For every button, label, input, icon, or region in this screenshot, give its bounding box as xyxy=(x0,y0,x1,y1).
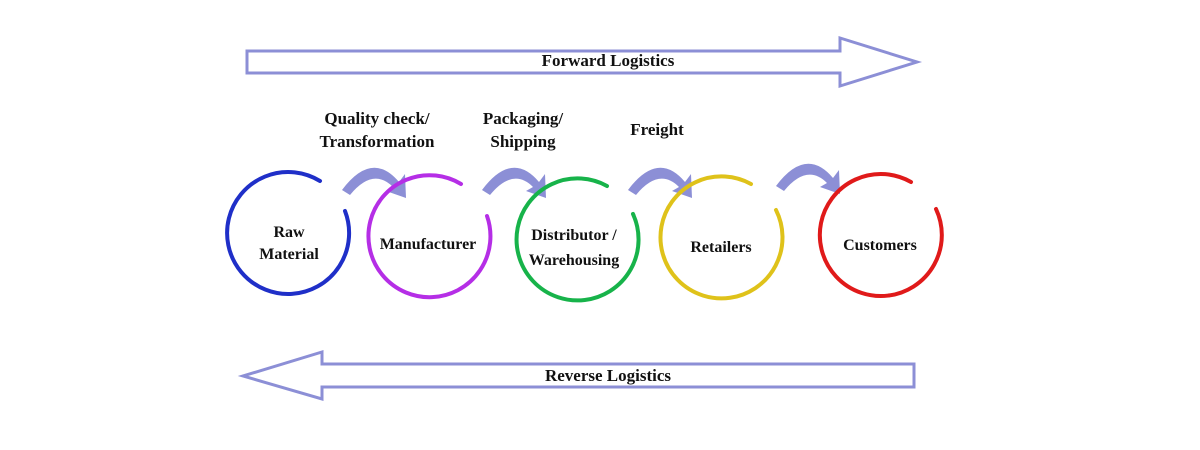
stage-circle xyxy=(658,174,785,301)
stage-circle xyxy=(817,172,944,299)
forward-arrow-shape xyxy=(245,35,923,89)
stage-label-line: Raw xyxy=(273,224,305,241)
stage-label-line: Material xyxy=(259,246,319,263)
stage-label-line: Warehousing xyxy=(529,252,619,269)
stage-retailers: Retailers xyxy=(658,174,785,301)
reverse-arrow-shape xyxy=(237,349,916,401)
stage-label-line: Retailers xyxy=(690,239,751,256)
stage-circle xyxy=(225,170,352,296)
forward-arrow-label: Forward Logistics xyxy=(542,51,675,70)
step-label-quality-check: Quality check/ Transformation xyxy=(320,109,435,151)
curved-arrow-icon xyxy=(776,163,840,194)
forward-logistics-arrow: Forward Logistics xyxy=(245,35,923,89)
step-label-line: Shipping xyxy=(490,132,556,151)
stage-manufacturer: Manufacturer xyxy=(366,173,493,300)
step-label-line: Quality check/ xyxy=(324,109,430,128)
reverse-logistics-arrow: Reverse Logistics xyxy=(237,349,916,401)
step-label-line: Transformation xyxy=(320,132,435,151)
step-label-line: Freight xyxy=(630,120,684,139)
step-label-line: Packaging/ xyxy=(483,109,564,128)
step-label-freight: Freight xyxy=(630,120,684,139)
stage-customers: Customers xyxy=(817,172,944,299)
stage-circle xyxy=(514,176,641,303)
stage-circle xyxy=(366,173,493,300)
stage-label-line: Manufacturer xyxy=(380,236,477,253)
connector-arrows xyxy=(342,163,840,198)
stage-label-line: Distributor / xyxy=(531,227,617,244)
step-label-packaging: Packaging/ Shipping xyxy=(483,109,564,151)
stage-raw-material: Raw Material xyxy=(225,170,352,296)
stage-distributor-warehousing: Distributor / Warehousing xyxy=(514,176,641,303)
curved-arrow-icon xyxy=(628,167,692,198)
reverse-arrow-label: Reverse Logistics xyxy=(545,366,671,385)
curved-arrow-icon xyxy=(482,167,546,198)
stage-label-line: Customers xyxy=(843,237,917,254)
